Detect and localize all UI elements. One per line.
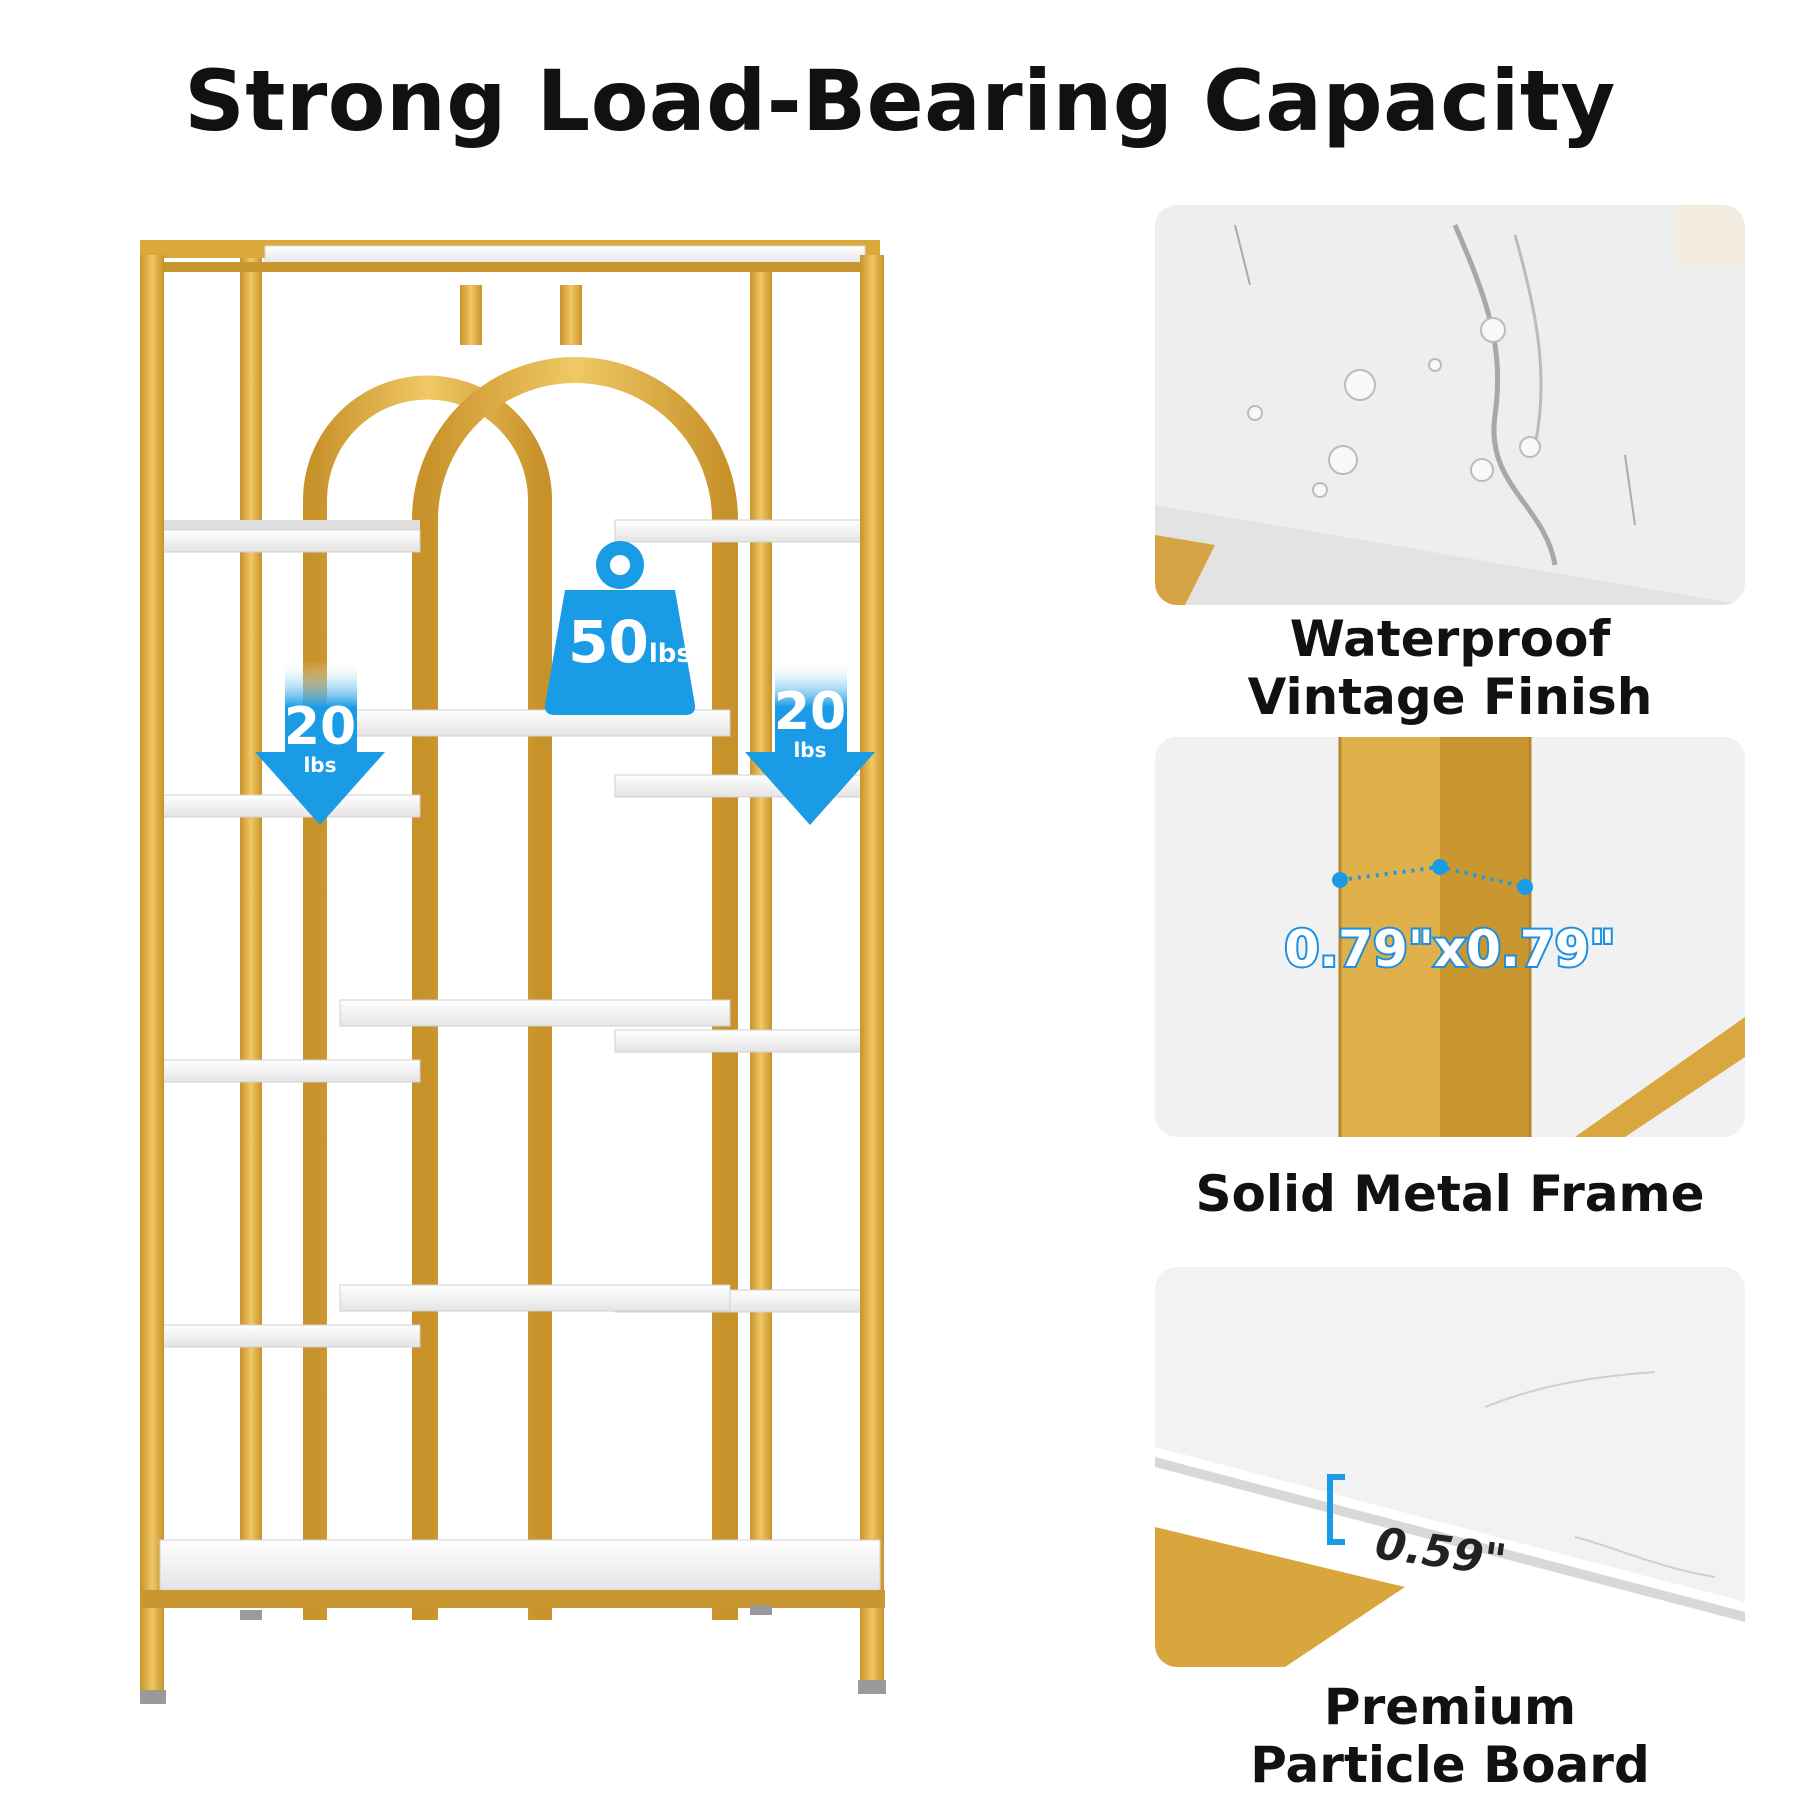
arrow-right-label: 20 lbs	[770, 685, 850, 761]
arrow-right-20-badge	[745, 660, 875, 825]
arrow-right-unit: lbs	[793, 738, 827, 762]
feature-card-particle-board: 0.59"	[1155, 1267, 1745, 1667]
arrow-right-value: 20	[773, 682, 847, 742]
weight-50-label: 50lbs	[565, 608, 695, 676]
feature-card-metal-frame: 0.79"x0.79"	[1155, 737, 1745, 1137]
arrow-left-20-badge	[255, 660, 385, 825]
weight-50-value: 50	[568, 608, 649, 676]
bookshelf-drawing	[138, 240, 886, 1704]
frame-dimension-label: 0.79"x0.79"	[1282, 918, 1617, 980]
weight-50-unit: lbs	[648, 639, 692, 669]
feature-card-waterproof	[1155, 205, 1745, 605]
weight-50-badge	[544, 541, 696, 715]
dimension-line	[1332, 859, 1533, 895]
caption-particle-line1: Premium	[1323, 1678, 1577, 1736]
caption-metal-frame: Solid Metal Frame	[1195, 1165, 1705, 1223]
caption-particle-line2: Particle Board	[1250, 1736, 1650, 1794]
arrow-left-label: 20 lbs	[280, 700, 360, 776]
metal-tube-image	[1155, 737, 1745, 1137]
arrow-left-unit: lbs	[303, 753, 337, 777]
page-title: Strong Load-Bearing Capacity	[184, 52, 1616, 150]
caption-particle-board: Premium Particle Board	[1155, 1678, 1745, 1794]
caption-waterproof-line1: Waterproof	[1289, 610, 1611, 668]
caption-waterproof-line2: Vintage Finish	[1247, 668, 1653, 726]
bookshelf-illustration: 50lbs 20 lbs 20 lbs	[138, 240, 1020, 1800]
marble-water-drops-image	[1155, 205, 1745, 605]
caption-waterproof: Waterproof Vintage Finish	[1155, 610, 1745, 726]
arrow-left-value: 20	[283, 697, 357, 757]
particle-board-image	[1155, 1267, 1745, 1667]
